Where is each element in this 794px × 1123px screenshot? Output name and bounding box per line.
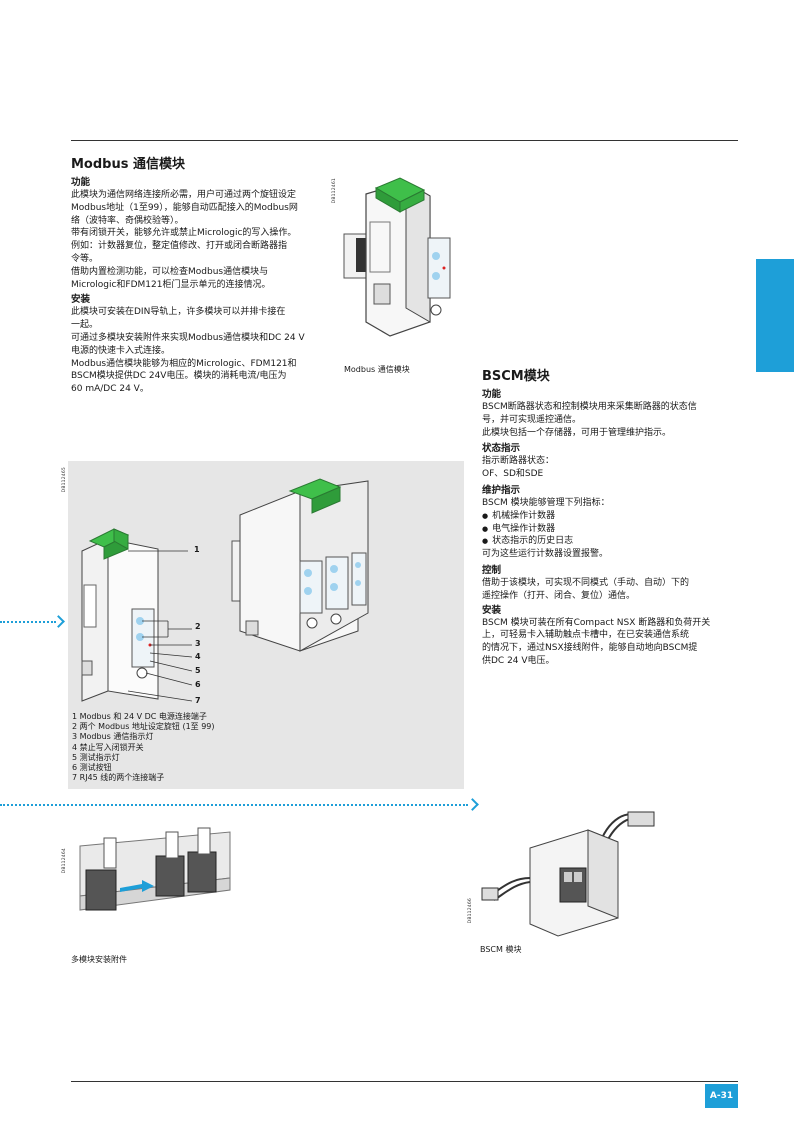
- text-line: 号，并可实现遥控通信。: [482, 414, 582, 425]
- text-line: 一起。: [71, 320, 99, 331]
- legend-item: 3 Modbus 通信指示灯: [72, 732, 154, 742]
- text-line: 60 mA/DC 24 V。: [71, 384, 149, 395]
- diagram-drawing: [81, 478, 369, 702]
- legend-item: 2 两个 Modbus 地址设定旋钮 (1至 99): [72, 722, 215, 732]
- bscm-control-heading: 控制: [482, 564, 502, 576]
- modbus-func-heading: 功能: [71, 177, 91, 188]
- legend-item: 1 Modbus 和 24 V DC 电源连接端子: [72, 712, 207, 721]
- text-line: 遥控操作（打开、闭合、复位）通信。: [482, 590, 636, 601]
- bscm-maint-heading: 维护指示: [482, 484, 521, 496]
- arrow-head-icon: [52, 615, 65, 628]
- bottom-rule: [71, 1081, 738, 1082]
- text-line: BSCM 模块可装在所有Compact NSX 断路器和负荷开关: [482, 617, 711, 628]
- bscm-image-caption: BSCM 模块: [480, 945, 522, 954]
- text-line: 借助于该模块，可实现不同模式（手动、自动）下的: [482, 577, 690, 588]
- text-line: 此模块为通信网络连接所必需，用户可通过两个旋钮设定: [71, 190, 297, 200]
- text-line: BSCM模块提供DC 24V电压。模块的消耗电流/电压为: [71, 371, 287, 382]
- text-line: 可通过多模块安装附件来实现Modbus通信模块和DC 24 V: [71, 332, 305, 343]
- callout-2: 2: [195, 622, 201, 631]
- modbus-module-drawing: [343, 177, 451, 337]
- modbus-image-caption: Modbus 通信模块: [344, 365, 410, 374]
- legend-item: 6 测试按钮: [72, 763, 112, 773]
- image-code: DB112466: [468, 898, 473, 924]
- legend-item: 4 禁止写入闭锁开关: [72, 742, 144, 752]
- modbus-func-text: 此模块为通信网络连接所必需，用户可通过两个旋钮设定 Modbus地址（1至99）…: [71, 189, 333, 291]
- text-line: 供DC 24 V电压。: [482, 655, 555, 666]
- callout-6: 6: [195, 680, 201, 689]
- modbus-install-heading: 安装: [71, 294, 91, 306]
- text-line: 上，可轻易卡入辅助触点卡槽中，在已安装通信系统: [482, 630, 690, 641]
- bscm-drawing: [481, 811, 655, 937]
- text-line: Modbus通信模块能够为相应的Micrologic、FDM121和: [71, 358, 297, 369]
- section-tab: [756, 259, 794, 372]
- callout-7: 7: [195, 696, 201, 705]
- diagram-panel: DB112465: [62, 461, 464, 789]
- diagram-legend: 1 Modbus 和 24 V DC 电源连接端子 2 两个 Modbus 地址…: [72, 712, 215, 783]
- text-line: 指示断路器状态：: [482, 456, 555, 467]
- text-line: 借助内置检测功能，可以检查Modbus通信模块与: [71, 266, 269, 277]
- legend-item: 5 测试指示灯: [72, 752, 120, 762]
- text-line: 带有闭锁开关，能够允许或禁止Micrologic的写入操作。: [71, 228, 297, 239]
- image-code: DB112465: [62, 467, 67, 493]
- text-line: 的情况下，通过NSX接线附件，能够自动地向BSCM提: [482, 643, 698, 654]
- modbus-title: Modbus 通信模块: [71, 157, 185, 172]
- text-line: 可为这些运行计数器设置报警。: [482, 549, 609, 560]
- image-code: DB112464: [62, 848, 67, 874]
- accessory-image: [70, 826, 240, 926]
- page-number: A-31: [705, 1084, 738, 1108]
- list-item: 电气操作计数器: [482, 523, 738, 536]
- text-line: 电源的快速卡入式连接。: [71, 345, 171, 356]
- callout-3: 3: [195, 639, 201, 648]
- dotted-arrow-line: [0, 804, 468, 806]
- modbus-module-image: [340, 172, 460, 350]
- top-rule: [71, 140, 738, 141]
- bscm-install-heading: 安装: [482, 604, 502, 616]
- arrow-head-icon: [466, 798, 479, 811]
- text-line: 此模块包括一个存储器，可用于管理维护指示。: [482, 427, 672, 438]
- bscm-image: [478, 808, 668, 940]
- modbus-section: Modbus 通信模块 功能 此模块为通信网络连接所必需，用户可通过两个旋钮设定…: [71, 153, 333, 396]
- text-line: 令等。: [71, 253, 99, 264]
- dotted-arrow-line: [0, 621, 56, 623]
- text-line: Micrologic和FDM121柜门显示单元的连接情况。: [71, 279, 271, 290]
- text-line: 此模块可安装在DIN导轨上，许多模块可以并排卡接在: [71, 307, 286, 318]
- bscm-func-heading: 功能: [482, 389, 502, 400]
- bscm-section: BSCM模块 功能 BSCM断路器状态和控制模块用来采集断路器的状态信 号，并可…: [482, 365, 738, 668]
- image-code: DB112461: [332, 178, 337, 204]
- text-line: BSCM 模块能够管理下列指标：: [482, 497, 610, 508]
- modbus-install-text: 此模块可安装在DIN导轨上，许多模块可以并排卡接在 一起。 可通过多模块安装附件…: [71, 306, 333, 396]
- text-line: OF、SD和SDE: [482, 469, 544, 480]
- list-item: 机械操作计数器: [482, 510, 738, 523]
- list-item: 状态指示的历史日志: [482, 535, 738, 548]
- callout-5: 5: [195, 666, 201, 675]
- text-line: 例如：计数器复位，整定值修改、打开或闭合断路器指: [71, 241, 288, 252]
- callout-4: 4: [195, 652, 201, 661]
- text-line: Modbus地址（1至99），能够自动匹配接入的Modbus网: [71, 202, 298, 213]
- bscm-maint-list: 机械操作计数器 电气操作计数器 状态指示的历史日志: [482, 510, 738, 548]
- accessory-drawing: [79, 827, 231, 911]
- bscm-status-heading: 状态指示: [482, 443, 521, 455]
- accessory-caption: 多模块安装附件: [71, 955, 127, 964]
- text-line: BSCM断路器状态和控制模块用来采集断路器的状态信: [482, 402, 697, 412]
- bscm-title: BSCM模块: [482, 369, 550, 384]
- callout-1: 1: [194, 545, 200, 554]
- text-line: 络（波特率、奇偶校验等）。: [71, 215, 184, 226]
- legend-item: 7 RJ45 线的两个连接端子: [72, 773, 165, 783]
